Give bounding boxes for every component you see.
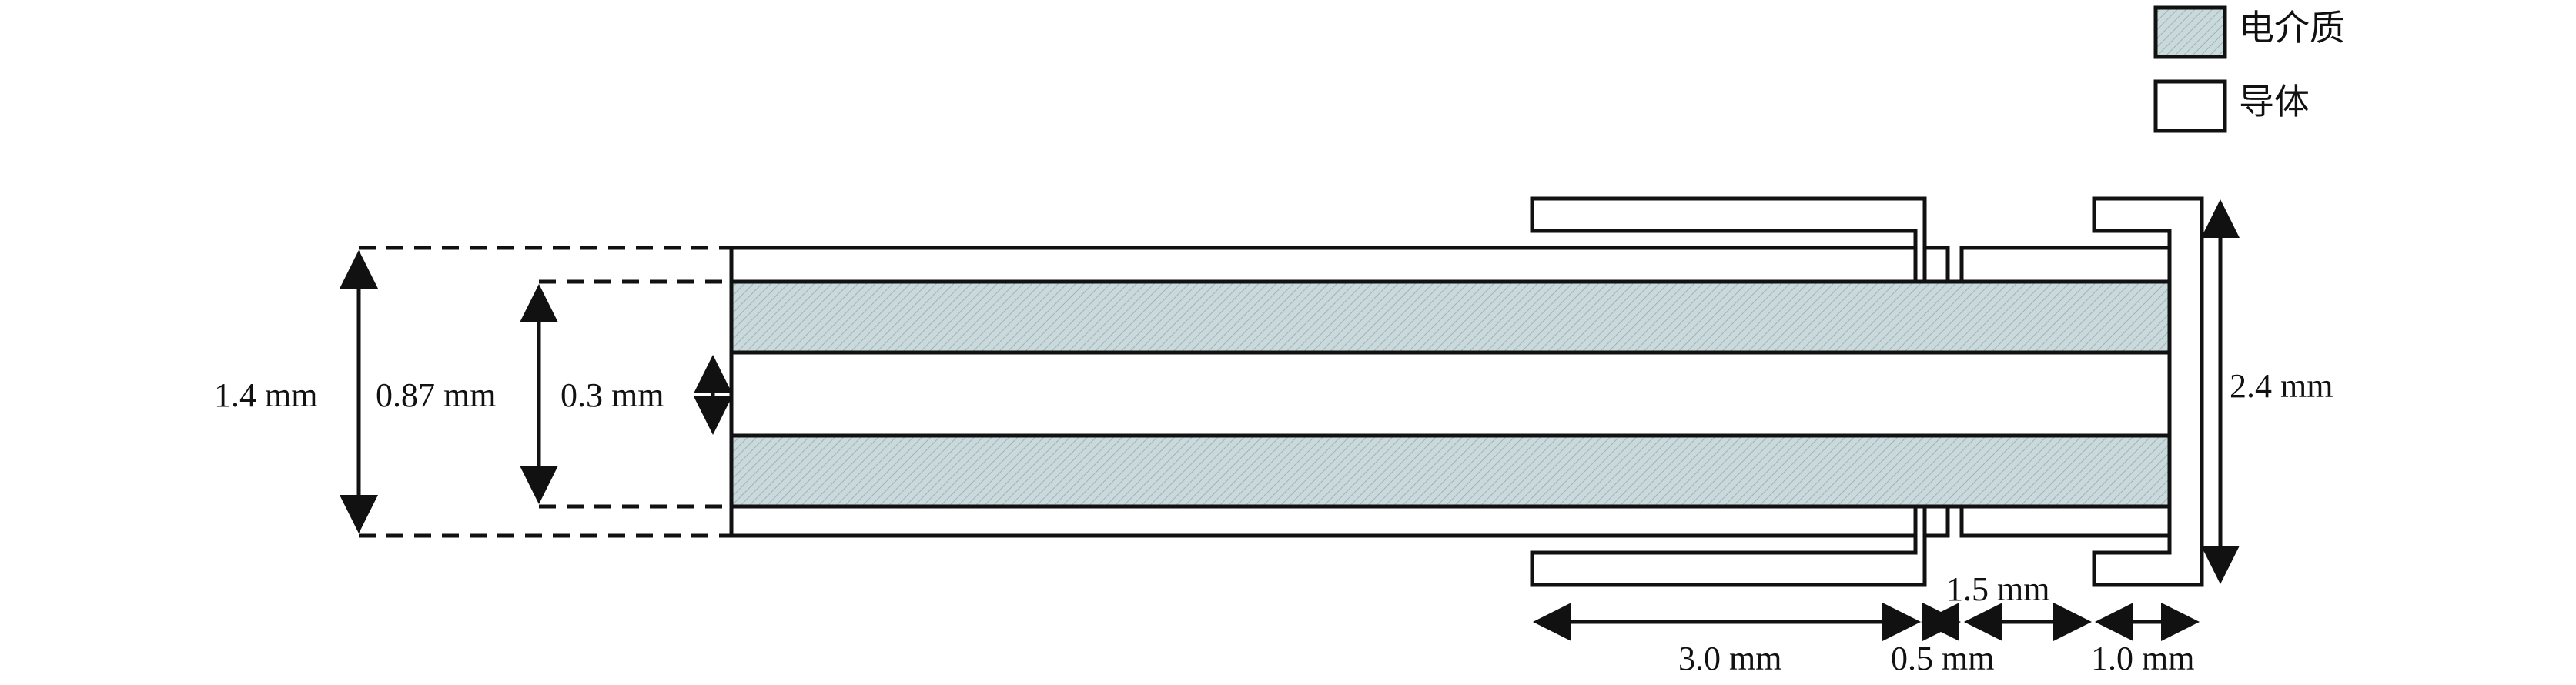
- dielectric-diameter-label: 0.87 mm: [376, 376, 496, 414]
- legend-dielectric-label: 电介质: [2239, 7, 2345, 48]
- inner-gap-label: 0.3 mm: [560, 376, 664, 414]
- slot-gap-label: 0.5 mm: [1891, 640, 1994, 677]
- tip-length-label: 1.0 mm: [2091, 640, 2194, 677]
- legend-conductor-label: 导体: [2239, 81, 2310, 122]
- antenna-structure: [729, 196, 2204, 587]
- legend-conductor-swatch: [2153, 79, 2227, 133]
- inner-conductor: [729, 350, 2172, 438]
- dimension-extension-lines: [359, 246, 731, 538]
- cap-length-label: 1.5 mm: [1946, 570, 2049, 608]
- legend: 电介质 导体: [2153, 5, 2345, 133]
- choke-height-label: 2.4 mm: [2230, 367, 2333, 405]
- dielectric-top: [729, 279, 2172, 355]
- sleeve-length-label: 3.0 mm: [1678, 640, 1781, 677]
- dielectric-bottom: [729, 433, 2172, 509]
- dimension-labels: 1.4 mm 0.87 mm 0.3 mm 2.4 mm 3.0 mm 0.5 …: [214, 367, 2333, 677]
- legend-dielectric-swatch: [2153, 5, 2227, 59]
- outer-diameter-label: 1.4 mm: [214, 376, 317, 414]
- dimension-arrows: [340, 199, 2240, 641]
